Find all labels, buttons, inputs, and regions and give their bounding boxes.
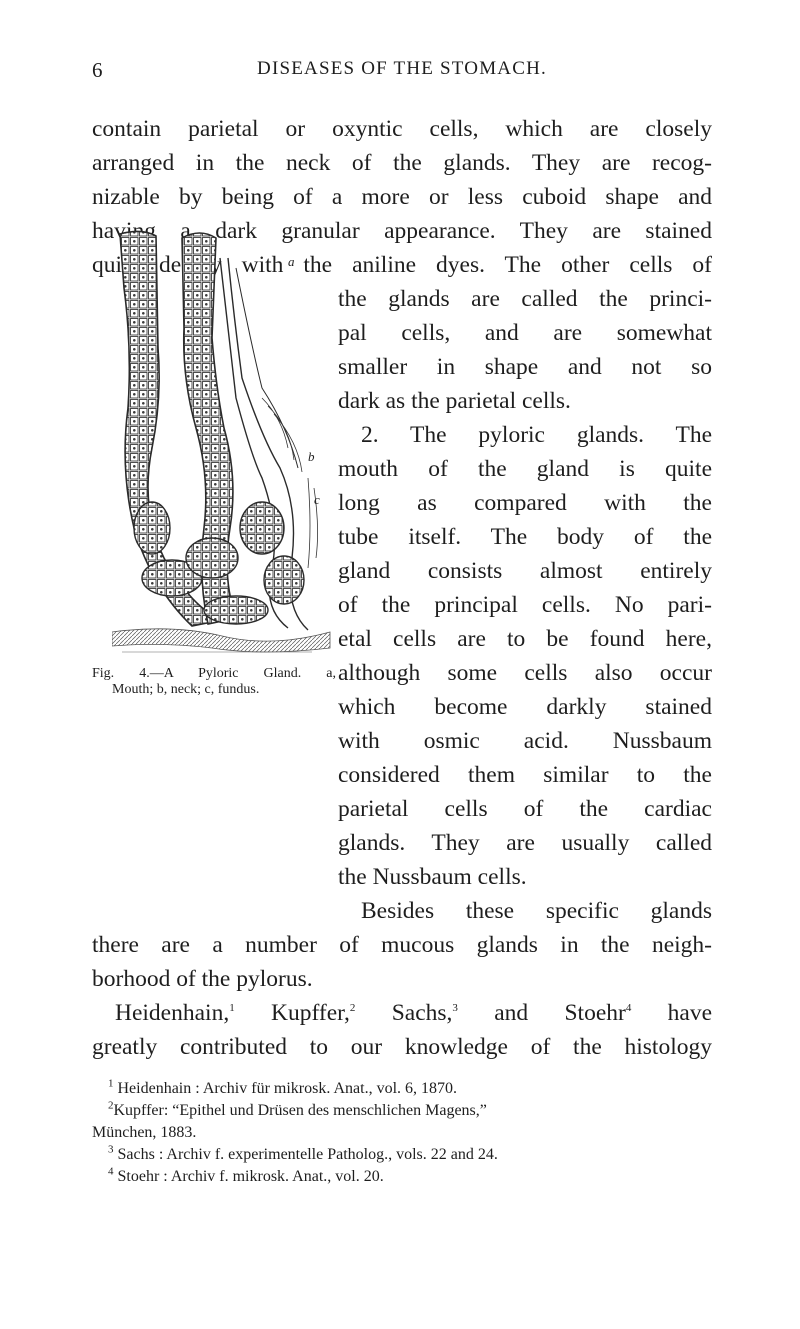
- footnote-text: Sachs : Archiv f. experimentelle Patholo…: [117, 1146, 498, 1163]
- body-line: borhood of the pylorus.: [92, 966, 313, 992]
- body-line: although some cells also occur: [338, 660, 712, 686]
- body-line: gland consists almost entirely: [338, 558, 712, 584]
- footnote-marker: 2: [108, 1099, 114, 1112]
- body-line: considered them similar to the: [338, 762, 712, 788]
- body-line: greatly contributed to our knowledge of …: [92, 1034, 712, 1060]
- figure-label-a: a: [288, 254, 295, 269]
- footnote-marker: 4: [108, 1165, 114, 1178]
- footnote: 1 Heidenhain : Archiv für mikrosk. Anat.…: [92, 1078, 712, 1100]
- footnote-ref: 3: [452, 1002, 458, 1015]
- body-line: arranged in the neck of the glands. They…: [92, 150, 712, 176]
- body-line: mouth of the gland is quite: [338, 456, 712, 482]
- running-head: DISEASES OF THE STOMACH.: [257, 58, 547, 79]
- footnote-text: Kupffer: “Epithel und Drüsen des menschl…: [113, 1102, 487, 1119]
- footnote-ref: 2: [349, 1002, 356, 1015]
- body-line: dark as the parietal cells.: [338, 388, 571, 414]
- body-line: smaller in shape and not so: [338, 354, 712, 380]
- footnote-marker: 1: [108, 1077, 114, 1090]
- pyloric-gland-illustration: a b c: [112, 230, 331, 653]
- citation-stoehr: and Stoehr: [494, 1000, 626, 1026]
- body-line: long as compared with the: [338, 490, 712, 516]
- body-line: pal cells, and are somewhat: [338, 320, 712, 346]
- body-line: there are a number of mucous glands in t…: [92, 932, 712, 958]
- body-line: the glands are called the princi-: [338, 286, 712, 312]
- citation-kupffer: Kupffer,: [271, 1000, 350, 1026]
- footnote-ref: 1: [229, 1002, 235, 1015]
- figure-label-c: c: [314, 492, 320, 507]
- body-line: contain parietal or oxyntic cells, which…: [92, 116, 712, 142]
- body-line: of the principal cells. No pari-: [338, 592, 712, 618]
- caption-line: Mouth; b, neck; c, fundus.: [112, 682, 260, 697]
- page-header: 6 DISEASES OF THE STOMACH.: [92, 58, 712, 88]
- body-line: parietal cells of the cardiac: [338, 796, 712, 822]
- footnote-ref: 4: [625, 1002, 632, 1015]
- figure-caption: Fig. 4.—A Pyloric Gland. a, Mouth; b, ne…: [92, 666, 336, 698]
- caption-line: Fig. 4.—A Pyloric Gland. a,: [92, 666, 336, 681]
- footnote: 2Kupffer: “Epithel und Drüsen des mensch…: [92, 1100, 712, 1122]
- footnote: 3 Sachs : Archiv f. experimentelle Patho…: [92, 1144, 712, 1166]
- footnote-text: Heidenhain : Archiv für mikrosk. Anat., …: [117, 1080, 458, 1097]
- body-line: with osmic acid. Nussbaum: [338, 728, 712, 754]
- body-line: the Nussbaum cells.: [338, 864, 527, 890]
- page-number: 6: [92, 58, 103, 82]
- footnote: 4 Stoehr : Archiv f. mikrosk. Anat., vol…: [92, 1166, 712, 1188]
- pyloric-gland-figure: a b c: [112, 228, 332, 660]
- body-line: Besides these specific glands: [361, 898, 712, 924]
- body-line: 2. The pyloric glands. The: [361, 422, 712, 448]
- body-line: which become darkly stained: [338, 694, 712, 720]
- body-line: tube itself. The body of the: [338, 524, 712, 550]
- footnote-continuation: München, 1883.: [92, 1124, 197, 1141]
- body-word: have: [667, 1000, 713, 1026]
- body-line: nizable by being of a more or less cuboi…: [92, 184, 712, 210]
- body-line: etal cells are to be found here,: [338, 626, 712, 652]
- footnote-text: Stoehr : Archiv f. mikrosk. Anat., vol. …: [117, 1168, 384, 1185]
- citation-heidenhain: Heidenhain,: [115, 1000, 230, 1026]
- footnote-marker: 3: [108, 1143, 114, 1156]
- body-line-citations: Heidenhain,1 Kupffer,2 Sachs,3 and Stoeh…: [92, 996, 712, 1030]
- body-line: glands. They are usually called: [338, 830, 712, 856]
- figure-label-b: b: [308, 449, 315, 464]
- citation-sachs: Sachs,: [391, 1000, 453, 1026]
